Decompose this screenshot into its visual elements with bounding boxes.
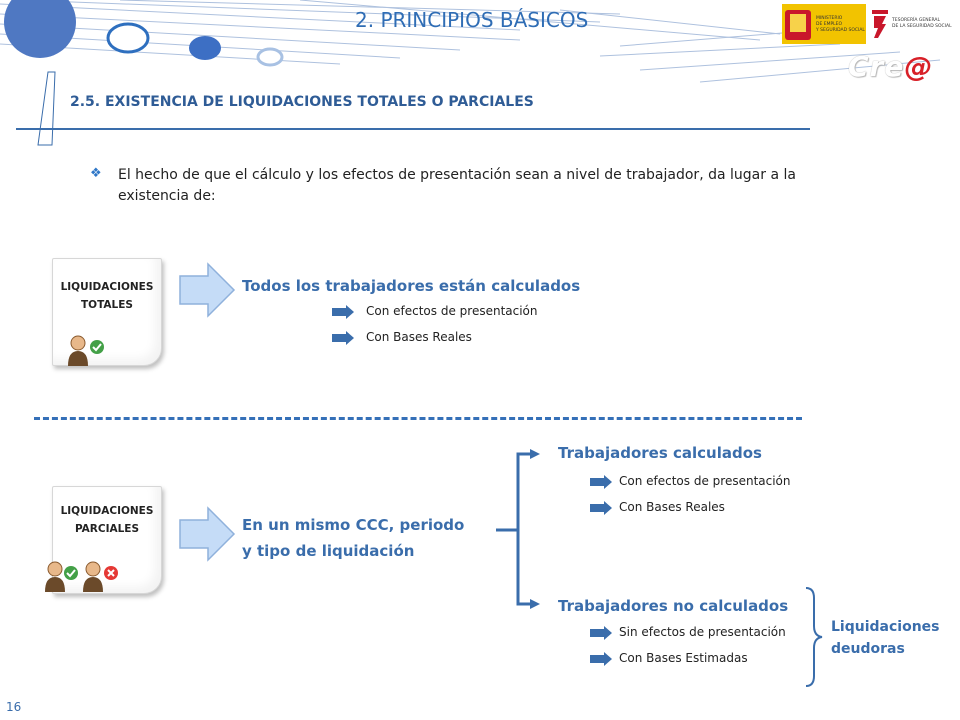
no-calculados-item-1: Sin efectos de presentación	[619, 625, 786, 639]
small-arrow-icon	[332, 305, 354, 319]
diamond-bullet-icon: ❖	[90, 166, 102, 181]
small-arrow-icon	[590, 652, 612, 666]
card-liquidaciones-totales: LIQUIDACIONES TOTALES	[52, 258, 162, 366]
small-arrow-icon	[590, 626, 612, 640]
spain-coat-of-arms-icon	[782, 4, 888, 44]
government-logos: MINISTERIO DE EMPLEO Y SEGURIDAD SOCIAL …	[782, 4, 952, 44]
intro-paragraph: El hecho de que el cálculo y los efectos…	[118, 167, 796, 204]
totales-item-1: Con efectos de presentación	[366, 304, 538, 318]
no-calculados-heading: Trabajadores no calculados	[558, 597, 789, 615]
totales-heading: Todos los trabajadores están calculados	[242, 277, 581, 295]
small-arrow-icon	[590, 475, 612, 489]
branch-connector	[496, 449, 540, 609]
parciales-heading: En un mismo CCC, periodo y tipo de liqui…	[242, 516, 465, 560]
deco-circle-large	[4, 0, 76, 58]
totales-item-2: Con Bases Reales	[366, 330, 472, 344]
no-calculados-item-2: Con Bases Estimadas	[619, 651, 748, 665]
calculados-heading: Trabajadores calculados	[558, 444, 762, 462]
tesoreria-text: TESORERÍA GENERAL DE LA SEGURIDAD SOCIAL	[892, 18, 952, 29]
card-totales-line1: LIQUIDACIONES	[60, 281, 154, 293]
workers-check-cross-icon	[45, 561, 118, 592]
section-subtitle: 2.5. EXISTENCIA DE LIQUIDACIONES TOTALES…	[70, 94, 534, 110]
card-liquidaciones-parciales: LIQUIDACIONES PARCIALES	[45, 486, 162, 594]
card-parciales-line2: PARCIALES	[74, 523, 140, 535]
deco-circle-ring	[106, 22, 150, 54]
small-arrow-icon	[332, 331, 354, 345]
section-divider	[34, 417, 802, 420]
deco-circle-medium	[189, 36, 221, 60]
worker-check-icon	[68, 335, 104, 366]
crea-logo: Cre@	[848, 50, 934, 83]
deco-circle-small	[256, 47, 284, 67]
deco-slant	[37, 71, 56, 146]
header-decoration	[0, 0, 941, 146]
curly-bracket-icon	[805, 587, 823, 687]
card-parciales-line1: LIQUIDACIONES	[60, 505, 154, 517]
calculados-item-1: Con efectos de presentación	[619, 474, 791, 488]
card-totales-line2: TOTALES	[81, 299, 133, 311]
calculados-item-2: Con Bases Reales	[619, 500, 725, 514]
slide-number: 16	[6, 700, 22, 714]
liquidaciones-deudoras-label: Liquidaciones deudoras	[831, 619, 940, 657]
small-arrow-icon	[590, 501, 612, 515]
arrow-right-icon	[179, 262, 236, 318]
page-title: 2. PRINCIPIOS BÁSICOS	[355, 8, 589, 32]
ministerio-text: MINISTERIO DE EMPLEO Y SEGURIDAD SOCIAL	[816, 16, 865, 33]
arrow-right-icon	[179, 506, 236, 562]
